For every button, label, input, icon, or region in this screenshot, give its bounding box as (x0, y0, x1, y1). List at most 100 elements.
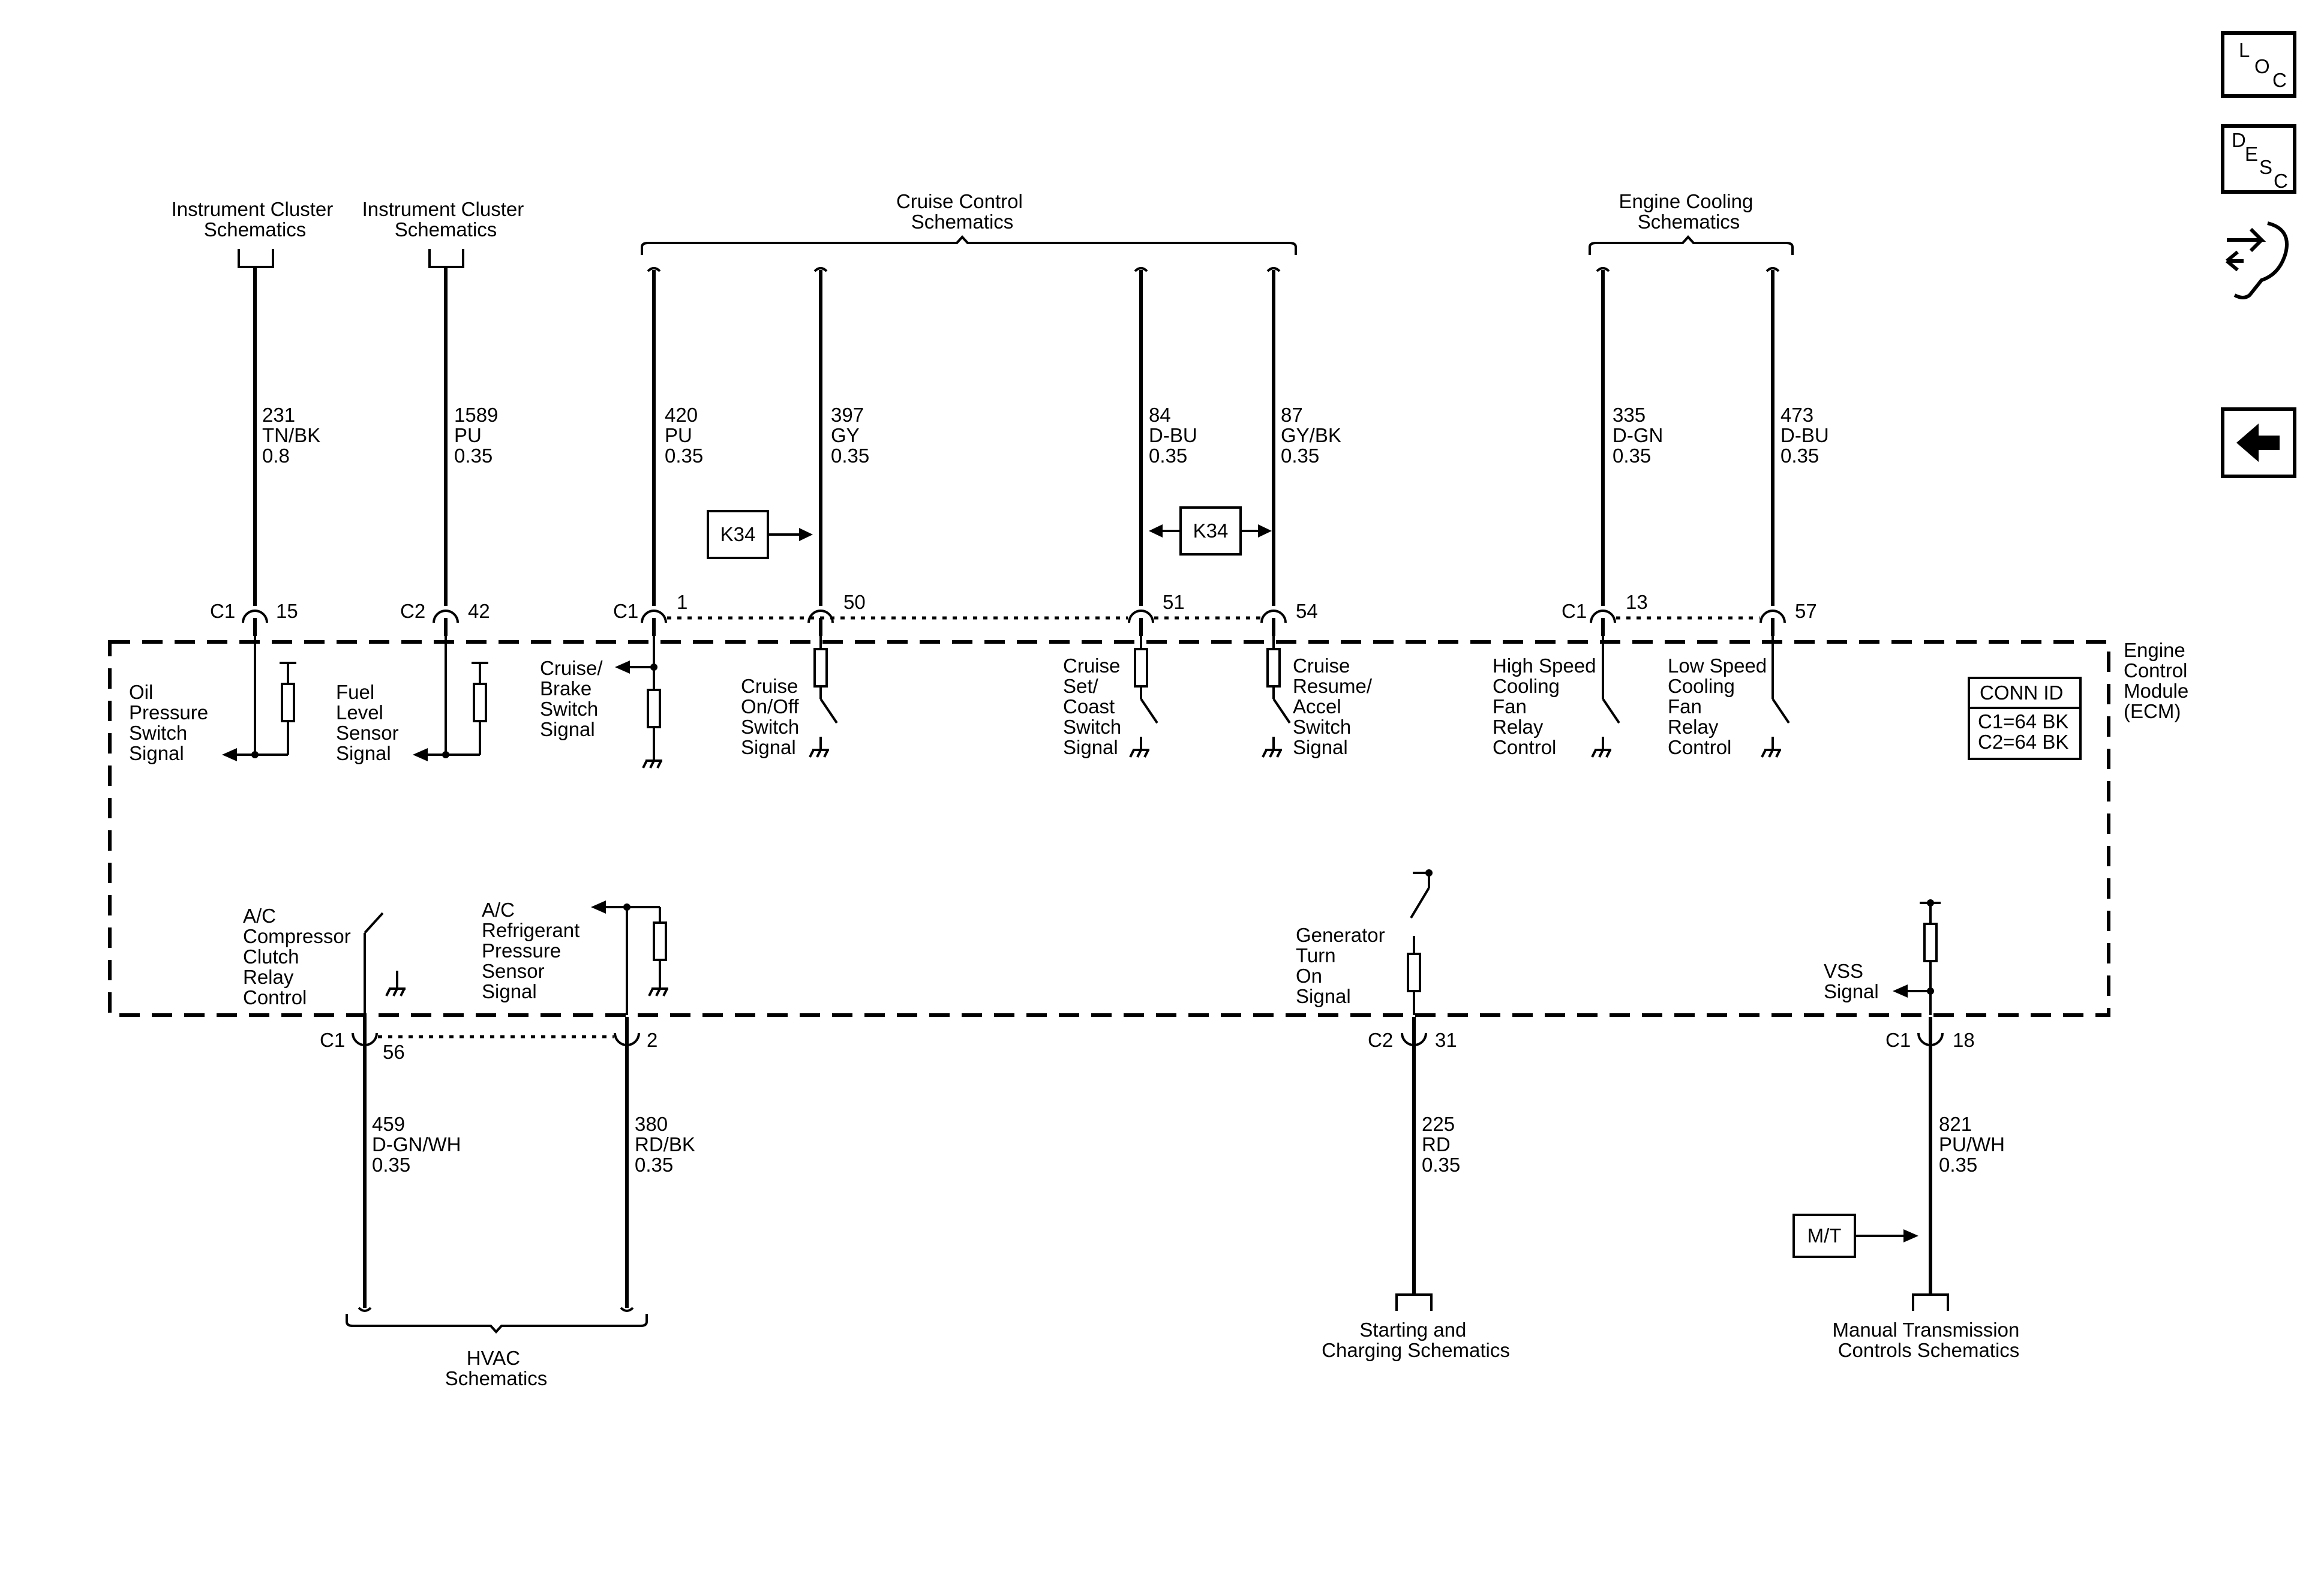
signal-vss: VSS Signal (1824, 960, 1879, 1002)
starting-cap (1395, 1293, 1433, 1311)
dest-manual-transmission: Manual Transmission Controls Schematics (1833, 1319, 2025, 1361)
conn-vss: C1 (1885, 1029, 1911, 1051)
svg-text:D: D (2232, 129, 2246, 151)
mt-reference: M/T (1792, 1214, 1918, 1258)
low-fan-circuit (1761, 636, 1790, 758)
bottom-connector-symbols (352, 1032, 1944, 1046)
svg-text:M/T: M/T (1807, 1224, 1842, 1247)
connector-view-icon[interactable] (2226, 221, 2289, 299)
pin-oil: 15 (276, 600, 298, 622)
pin-brake: 1 (677, 591, 687, 613)
high-fan-circuit (1591, 636, 1620, 758)
pin-ac-clutch: 56 (383, 1041, 405, 1063)
signal-ac-pressure: A/C Refrigerant Pressure Sensor Signal (482, 899, 585, 1002)
signal-brake: Cruise/ Brake Switch Signal (540, 657, 608, 740)
ac-pressure-circuit (591, 900, 668, 1015)
signal-setcoast: Cruise Set/ Coast Switch Signal (1063, 655, 1127, 758)
k34-reference-a: K34 (707, 510, 813, 559)
desc-button[interactable]: D E S C (2221, 124, 2296, 194)
dest-cruise-control: Cruise Control Schematics (896, 190, 1028, 233)
generator-circuit (1407, 869, 1433, 1015)
fuel-level-circuit (413, 636, 488, 761)
svg-text:K34: K34 (1193, 520, 1229, 542)
pin-vss: 18 (1953, 1029, 1975, 1051)
cruise-brace (641, 235, 1297, 255)
wire-label-459: 459 D-GN/WH 0.35 (372, 1113, 467, 1176)
svg-text:C1=64 BK: C1=64 BK (1978, 710, 2068, 733)
k34-reference-b: K34 (1149, 506, 1272, 556)
conn-brake: C1 (613, 600, 638, 622)
cooling-brace (1589, 235, 1794, 255)
oil-pressure-circuit (222, 636, 296, 761)
pin-generator: 31 (1435, 1029, 1457, 1051)
pin-lowfan: 57 (1795, 600, 1817, 622)
vss-circuit (1893, 899, 1941, 1015)
cruise-brake-circuit (615, 636, 662, 769)
ecm-label: Engine Control Module (ECM) (2124, 639, 2194, 722)
conn-generator: C2 (1368, 1029, 1393, 1051)
signal-oil: Oil Pressure Switch Signal (129, 681, 214, 764)
signal-resume: Cruise Resume/ Accel Switch Signal (1293, 655, 1377, 758)
wire-label-87: 87 GY/BK 0.35 (1281, 404, 1347, 467)
back-button[interactable] (2221, 407, 2296, 478)
instrument-cap-2 (428, 249, 464, 268)
pin-highfan: 13 (1626, 591, 1648, 613)
svg-text:C: C (2274, 170, 2288, 192)
svg-text:C2=64 BK: C2=64 BK (1978, 731, 2068, 753)
wire-label-1589: 1589 PU 0.35 (454, 404, 504, 467)
cruise-setcoast-circuit (1129, 636, 1158, 758)
dest-starting-charging: Starting and Charging Schematics (1322, 1319, 1510, 1361)
conn-fuel: C2 (400, 600, 425, 622)
svg-text:S: S (2259, 156, 2272, 178)
signal-highfan: High Speed Cooling Fan Relay Control (1493, 655, 1602, 758)
signal-ac-clutch: A/C Compressor Clutch Relay Control (243, 905, 356, 1008)
wire-label-335: 335 D-GN 0.35 (1613, 404, 1669, 467)
svg-text:O: O (2254, 55, 2270, 77)
wire-label-473: 473 D-BU 0.35 (1780, 404, 1834, 467)
pin-resume: 54 (1296, 600, 1318, 622)
pin-ac-pressure: 2 (647, 1029, 657, 1051)
ac-clutch-circuit (364, 912, 406, 1015)
wire-label-420: 420 PU 0.35 (665, 404, 703, 467)
top-connector-symbols (242, 610, 1786, 623)
cruise-onoff-circuit (809, 636, 838, 758)
pin-fuel: 42 (468, 600, 490, 622)
cruise-resume-circuit (1262, 636, 1291, 758)
ecm-module-outline (108, 640, 2110, 1017)
top-connector-stubs (253, 618, 1774, 636)
wire-top-ends (647, 267, 1780, 272)
wire-label-231: 231 TN/BK 0.8 (262, 404, 326, 467)
dest-engine-cooling: Engine Cooling Schematics (1619, 190, 1758, 233)
wire-label-397: 397 GY 0.35 (831, 404, 869, 467)
svg-text:K34: K34 (720, 523, 756, 545)
wire-label-380: 380 RD/BK 0.35 (635, 1113, 701, 1176)
back-arrow-icon (2236, 424, 2280, 462)
svg-text:C: C (2272, 69, 2287, 91)
svg-text:E: E (2245, 143, 2258, 165)
signal-onoff: Cruise On/Off Switch Signal (741, 675, 804, 758)
conn-oil: C1 (210, 600, 235, 622)
loc-button[interactable]: L O C (2221, 31, 2296, 98)
svg-text:CONN ID: CONN ID (1980, 682, 2063, 704)
wire-label-84: 84 D-BU 0.35 (1149, 404, 1203, 467)
dest-instrument-cluster-2: Instrument Cluster Schematics (362, 198, 530, 241)
pin-setcoast: 51 (1163, 591, 1185, 613)
conn-id-box: CONN ID C1=64 BK C2=64 BK (1968, 677, 2082, 760)
signal-lowfan: Low Speed Cooling Fan Relay Control (1668, 655, 1772, 758)
pin-onoff: 50 (843, 591, 866, 613)
signal-fuel: Fuel Level Sensor Signal (336, 681, 404, 764)
dest-hvac: HVAC Schematics (445, 1347, 548, 1389)
dest-instrument-cluster-1: Instrument Cluster Schematics (172, 198, 339, 241)
hvac-brace (346, 1314, 648, 1334)
bottom-connector-stubs (363, 1017, 1932, 1038)
conn-highfan: C1 (1562, 600, 1587, 622)
manual-cap (1912, 1293, 1949, 1311)
signal-generator: Generator Turn On Signal (1296, 924, 1391, 1007)
wire-label-225: 225 RD 0.35 (1422, 1113, 1460, 1176)
wire-bottom-ends (358, 1307, 634, 1312)
svg-text:L: L (2239, 39, 2250, 61)
instrument-cap-1 (238, 249, 274, 268)
wire-label-821: 821 PU/WH 0.35 (1939, 1113, 2010, 1176)
conn-ac-clutch: C1 (320, 1029, 345, 1051)
